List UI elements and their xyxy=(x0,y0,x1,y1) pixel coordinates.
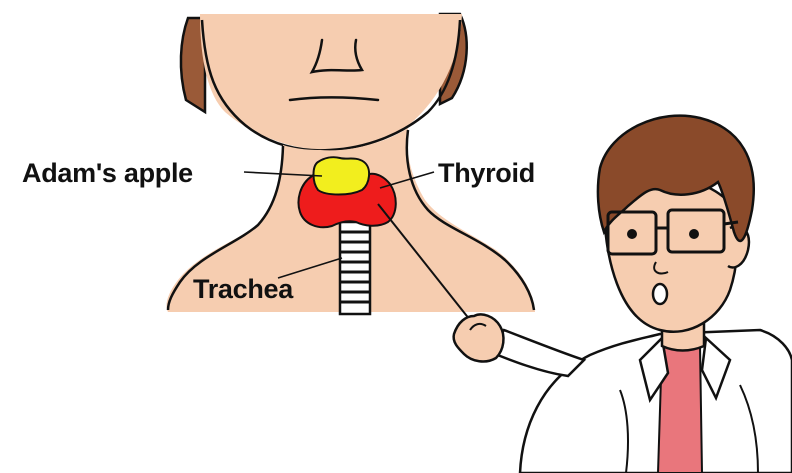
doctor-hand xyxy=(454,314,504,361)
adams-apple-label: Adam's apple xyxy=(22,160,193,187)
face xyxy=(200,14,462,150)
doctor-left-eye xyxy=(627,229,637,239)
doctor-mouth xyxy=(653,284,667,304)
trachea-rings xyxy=(340,222,370,314)
thyroid-label: Thyroid xyxy=(438,160,535,187)
doctor-right-eye xyxy=(689,229,699,239)
trachea-label: Trachea xyxy=(193,276,293,303)
